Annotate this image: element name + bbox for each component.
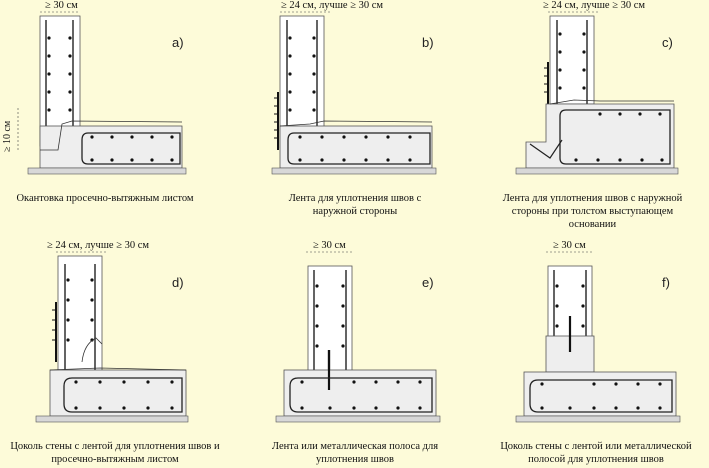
caption: Лента для уплотнения швов с наружной сто… bbox=[288, 193, 422, 217]
panel-letter: d) bbox=[172, 275, 184, 290]
panel-letter: b) bbox=[422, 35, 434, 50]
dimension-label: ≥ 24 см, лучше ≥ 30 см bbox=[542, 0, 647, 11]
caption: Цоколь стены с лентой для уплотнения шво… bbox=[10, 441, 220, 465]
dimension-label: ≥ 24 см, лучше ≥ 30 см bbox=[280, 0, 385, 11]
diagram-b bbox=[271, 11, 437, 175]
diagram-c bbox=[515, 11, 679, 175]
caption: Лента или металлическая полоса для уплот… bbox=[271, 441, 439, 465]
dimension-label: ≥ 24 см, лучше ≥ 30 см bbox=[46, 240, 151, 251]
dimension-label: ≥ 30 см bbox=[312, 240, 347, 251]
diagram-e bbox=[275, 251, 441, 423]
panel-a: ≥ 30 см a) ≥ 10 см Окантовка просечно-вы… bbox=[0, 0, 220, 225]
panel-letter: f) bbox=[662, 275, 670, 290]
caption: Лента для уплотнения швов с наружной сто… bbox=[502, 193, 683, 230]
panel-c: ≥ 24 см, лучше ≥ 30 см c) Лента для упло… bbox=[490, 0, 709, 230]
side-dimension-label: ≥ 10 см bbox=[2, 120, 13, 152]
caption: Окантовка просечно-вытяжным листом bbox=[16, 193, 194, 204]
dimension-label: ≥ 30 см bbox=[44, 0, 79, 11]
panel-b: ≥ 24 см, лучше ≥ 30 см b) Лента для упло… bbox=[250, 0, 470, 225]
diagram-d bbox=[35, 251, 189, 423]
panel-d: ≥ 24 см, лучше ≥ 30 см d) Цоколь стены с… bbox=[0, 240, 220, 465]
panel-f: ≥ 30 см f) Цоколь стены с лентой или мет… bbox=[490, 240, 709, 465]
diagram-a bbox=[17, 11, 187, 175]
diagram-f bbox=[515, 251, 681, 423]
dimension-label: ≥ 30 см bbox=[552, 240, 587, 251]
panel-e: ≥ 30 см e) Лента или металлическая полос… bbox=[250, 240, 470, 465]
panel-letter: c) bbox=[662, 35, 673, 50]
panel-letter: a) bbox=[172, 35, 184, 50]
panel-letter: e) bbox=[422, 275, 434, 290]
caption: Цоколь стены с лентой или металлической … bbox=[500, 441, 692, 465]
